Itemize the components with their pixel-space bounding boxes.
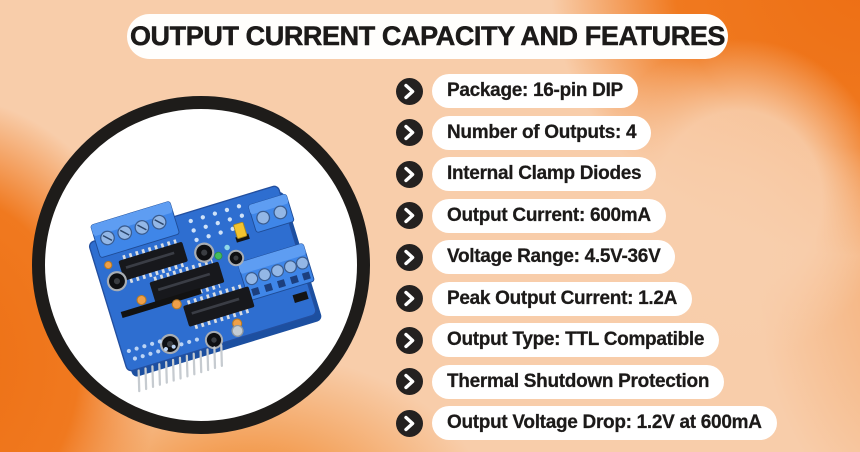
chevron-right-icon xyxy=(396,368,423,395)
feature-label: Output Voltage Drop: 1.2V at 600mA xyxy=(432,406,777,440)
tantalum-capacitors xyxy=(104,260,243,329)
feature-row: Internal Clamp Diodes xyxy=(396,157,777,191)
feature-row: Package: 16-pin DIP xyxy=(396,74,777,108)
chevron-right-icon xyxy=(396,326,423,354)
feature-list: Package: 16-pin DIP Number of Outputs: 4… xyxy=(396,74,777,440)
feature-label: Number of Outputs: 4 xyxy=(432,115,652,150)
chevron-right-icon xyxy=(396,409,423,437)
green-led xyxy=(214,251,223,260)
page-title: OUTPUT CURRENT CAPACITY AND FEATURES xyxy=(127,14,728,59)
header-pins xyxy=(137,344,224,393)
chevron-right-icon xyxy=(396,202,423,229)
feature-label: Peak Output Current: 1.2A xyxy=(432,281,693,316)
feature-label: Output Type: TTL Compatible xyxy=(432,323,720,357)
chevron-right-icon xyxy=(396,77,423,105)
motor-shield-illustration xyxy=(88,185,322,393)
blue-led xyxy=(224,244,230,251)
terminal-block-right-upper xyxy=(248,193,295,233)
feature-row: Output Voltage Drop: 1.2V at 600mA xyxy=(396,406,777,440)
terminal-block-left xyxy=(90,201,180,258)
feature-row: Peak Output Current: 1.2A xyxy=(396,281,777,316)
chevron-right-icon xyxy=(396,119,423,146)
feature-label: Output Current: 600mA xyxy=(432,198,666,233)
feature-row: Output Type: TTL Compatible xyxy=(396,323,777,357)
feature-row: Voltage Range: 4.5V-36V xyxy=(396,240,777,274)
chevron-right-icon xyxy=(396,160,423,188)
feature-label: Thermal Shutdown Protection xyxy=(432,364,725,399)
feature-label: Voltage Range: 4.5V-36V xyxy=(432,240,676,274)
feature-row: Output Current: 600mA xyxy=(396,198,777,233)
feature-label: Package: 16-pin DIP xyxy=(432,74,638,108)
feature-row: Thermal Shutdown Protection xyxy=(396,364,777,399)
feature-row: Number of Outputs: 4 xyxy=(396,115,777,150)
terminal-block-right-lower xyxy=(237,243,315,301)
feature-label: Internal Clamp Diodes xyxy=(432,157,657,191)
chevron-right-icon xyxy=(396,285,423,312)
hero-photo-frame xyxy=(32,96,370,434)
dip-ic-chips xyxy=(118,239,255,330)
chevron-right-icon xyxy=(396,243,423,271)
